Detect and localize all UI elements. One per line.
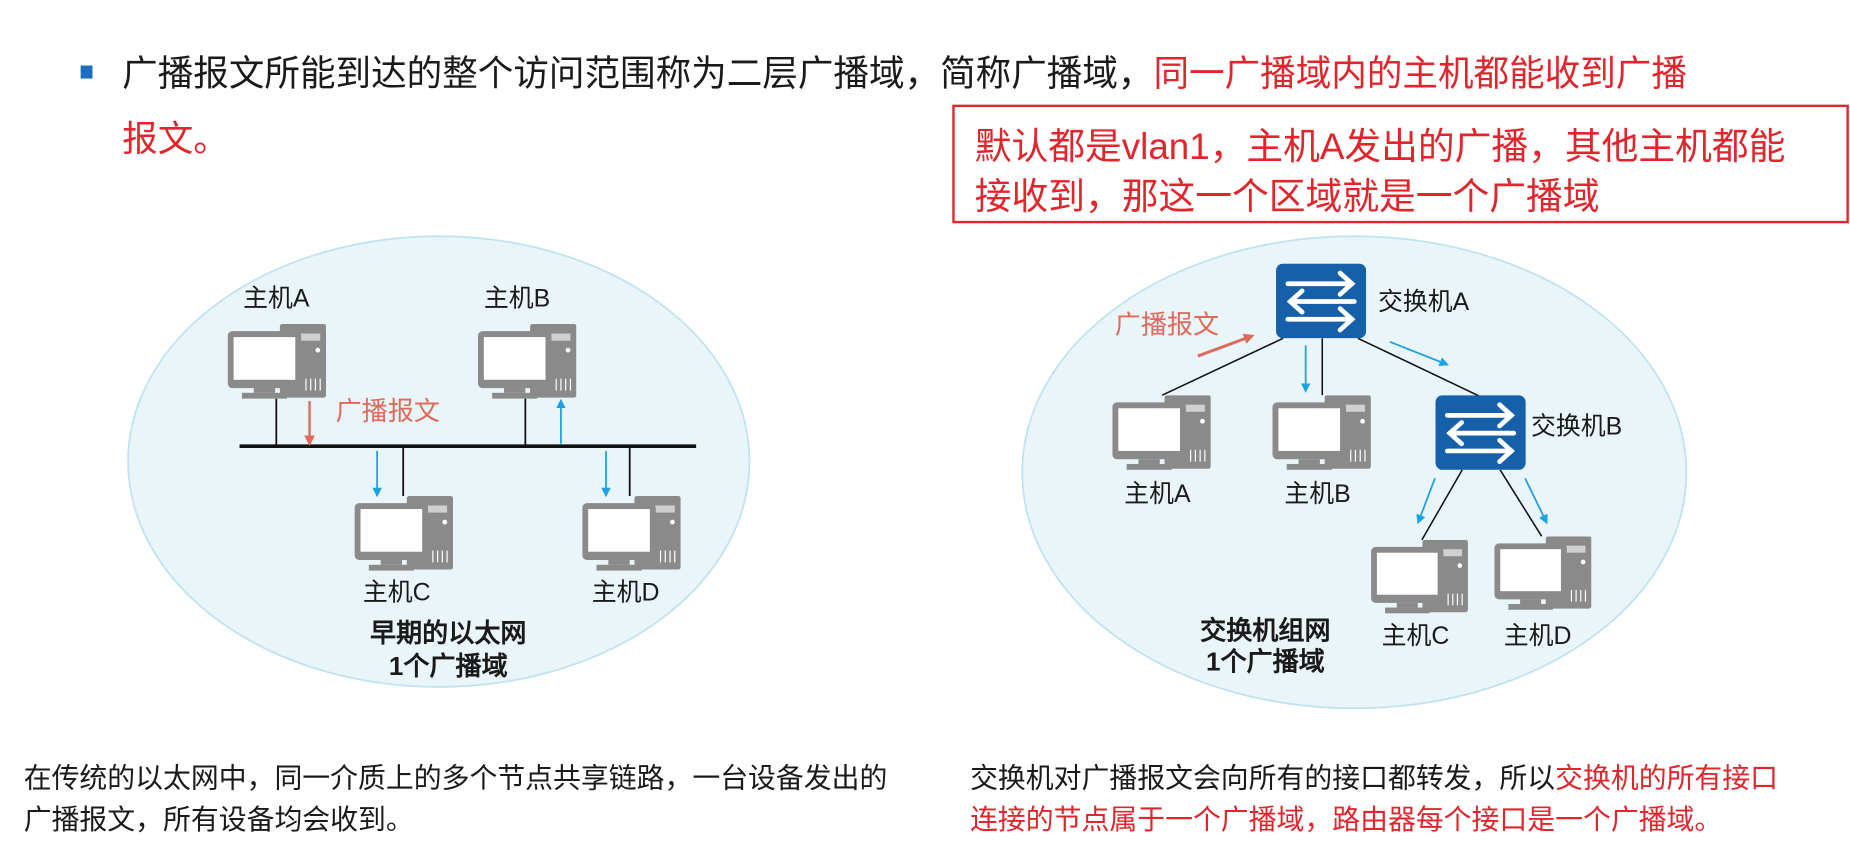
right-broadcast-domain: 交换机A 交换机B 广播报文 主机A 主机B 主机C 主机D 交换机组网 1个广… [1021,235,1688,710]
caption-line1: 早期的以太网 [370,618,526,648]
bullet-icon [80,65,93,79]
switch-a-label: 交换机A [1378,288,1470,316]
computer-icon [582,496,681,571]
host-a-label: 主机A [1124,480,1191,508]
left-broadcast-domain: 主机A 主机B 广播报文 主机C 主机D 早期的以太网 1个广播域 [127,235,751,688]
switch-a-icon [1276,264,1366,339]
link-line [1357,337,1481,398]
caption-line1: 交换机组网 [1200,615,1330,645]
link-line [1161,337,1284,396]
heading-black-text: 广播报文所能到达的整个访问范围称为二层广播域，简称广播域， [122,54,1153,94]
broadcast-label: 广播报文 [1115,310,1219,340]
heading-red-text: 同一广播域内的主机都能收到广播 [1153,54,1686,94]
host-d-label: 主机D [1504,622,1572,650]
note-line1: 默认都是vlan1，主机A发出的广播，其他主机都能 [975,126,1786,167]
computer-icon [1112,395,1211,470]
bottom-right-line1: 交换机对广播报文会向所有的接口都转发，所以交换机的所有接口 [970,763,1778,794]
computer-icon [1272,395,1371,470]
computer-icon [1494,536,1592,610]
note-line2: 接收到，那这一个区域就是一个广播域 [975,176,1600,217]
broadcast-arrow-icon [1197,333,1255,358]
caption-line2: 1个广播域 [1206,646,1325,676]
caption-line2: 1个广播域 [389,651,508,681]
host-d-label: 主机D [592,578,660,606]
computer-icon [1370,539,1469,614]
switch-b-label: 交换机B [1531,412,1622,440]
heading-line1: 广播报文所能到达的整个访问范围称为二层广播域，简称广播域，同一广播域内的主机都能… [122,54,1687,94]
link-line [1499,469,1543,537]
bottom-right-line2: 连接的节点属于一个广播域，路由器每个接口是一个广播域。 [970,804,1722,835]
note-box [952,104,1849,224]
arrow-icon [1524,477,1548,525]
bottom-right-black: 交换机对广播报文会向所有的接口都转发，所以 [970,763,1555,794]
host-b-label: 主机B [1284,480,1350,508]
host-b-label: 主机B [484,284,550,312]
host-c-label: 主机C [363,578,431,606]
arrow-icon [1416,477,1436,525]
host-c-label: 主机C [1382,622,1450,650]
bottom-left-line1: 在传统的以太网中，同一介质上的多个节点共享链路，一台设备发出的 [24,763,888,794]
heading-line2: 报文。 [122,119,229,159]
bottom-right-red: 交换机的所有接口 [1555,763,1778,794]
computer-icon [354,496,454,571]
computer-icon [477,324,577,399]
host-a-label: 主机A [243,284,310,312]
broadcast-label: 广播报文 [336,396,440,426]
arrow-icon [1389,341,1450,367]
bottom-left-line2: 广播报文，所有设备均会收到。 [24,804,414,835]
switch-b-icon [1436,395,1526,470]
link-line [1421,469,1463,541]
computer-icon [227,324,327,399]
